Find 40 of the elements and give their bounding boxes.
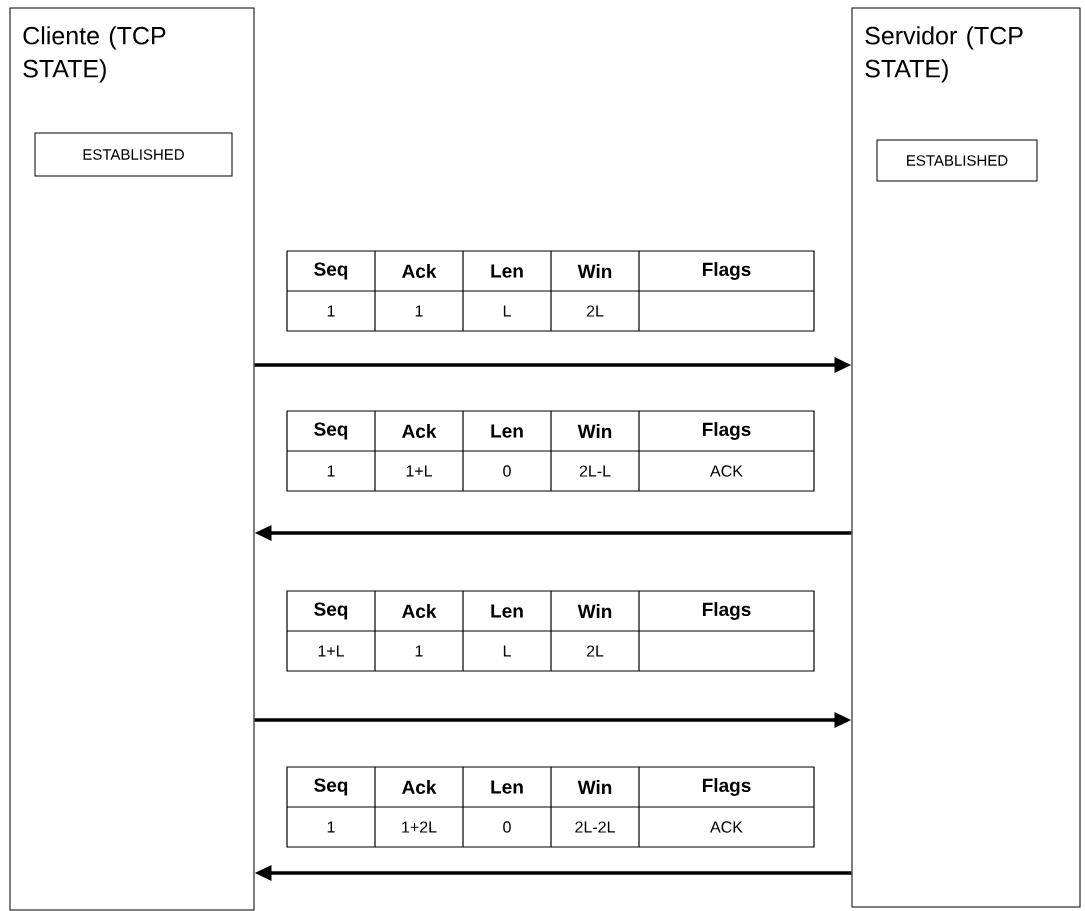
- table-value: 1: [415, 305, 423, 317]
- column-header: Seq: [314, 422, 348, 440]
- column-header: Ack: [402, 424, 437, 438]
- table-value: 1: [327, 465, 335, 477]
- table-value: 2L: [586, 305, 604, 317]
- table-value: 2L: [586, 645, 604, 657]
- column-header: Len: [491, 264, 523, 278]
- table-value: L: [503, 645, 511, 657]
- column-header: Win: [577, 264, 612, 278]
- column-header: Ack: [402, 264, 437, 278]
- table-value: 1+2L: [402, 821, 437, 833]
- table-value: 2L-L: [579, 465, 611, 477]
- column-header: Seq: [314, 262, 348, 280]
- column-header: Win: [577, 424, 612, 438]
- table-value: 2L-2L: [575, 821, 615, 833]
- table-value: 1+L: [318, 645, 345, 657]
- column-header: Flags: [702, 778, 751, 796]
- state-box: ESTABLISHED: [876, 139, 1038, 182]
- column-header: Ack: [402, 604, 437, 618]
- column-header: Len: [491, 780, 523, 794]
- column-header: Seq: [314, 602, 348, 620]
- column-header: Win: [577, 604, 612, 618]
- column-header: Flags: [702, 602, 751, 620]
- table-value: 1: [415, 645, 423, 657]
- column-header: Seq: [314, 778, 348, 796]
- table-value: 1: [327, 305, 335, 317]
- table-value: 0: [503, 465, 511, 477]
- table-value: ACK: [710, 821, 743, 833]
- column-header: Ack: [402, 780, 437, 794]
- table-value: 1: [327, 821, 335, 833]
- table-value: L: [503, 305, 511, 317]
- column-header: Flags: [702, 422, 751, 440]
- table-value: ACK: [710, 465, 743, 477]
- column-header: Len: [491, 604, 523, 618]
- table-value: 1+L: [406, 465, 433, 477]
- column-header: Len: [491, 424, 523, 438]
- column-header: Win: [577, 780, 612, 794]
- column-header: Flags: [702, 262, 751, 280]
- state-box: ESTABLISHED: [34, 132, 233, 177]
- table-value: 0: [503, 821, 511, 833]
